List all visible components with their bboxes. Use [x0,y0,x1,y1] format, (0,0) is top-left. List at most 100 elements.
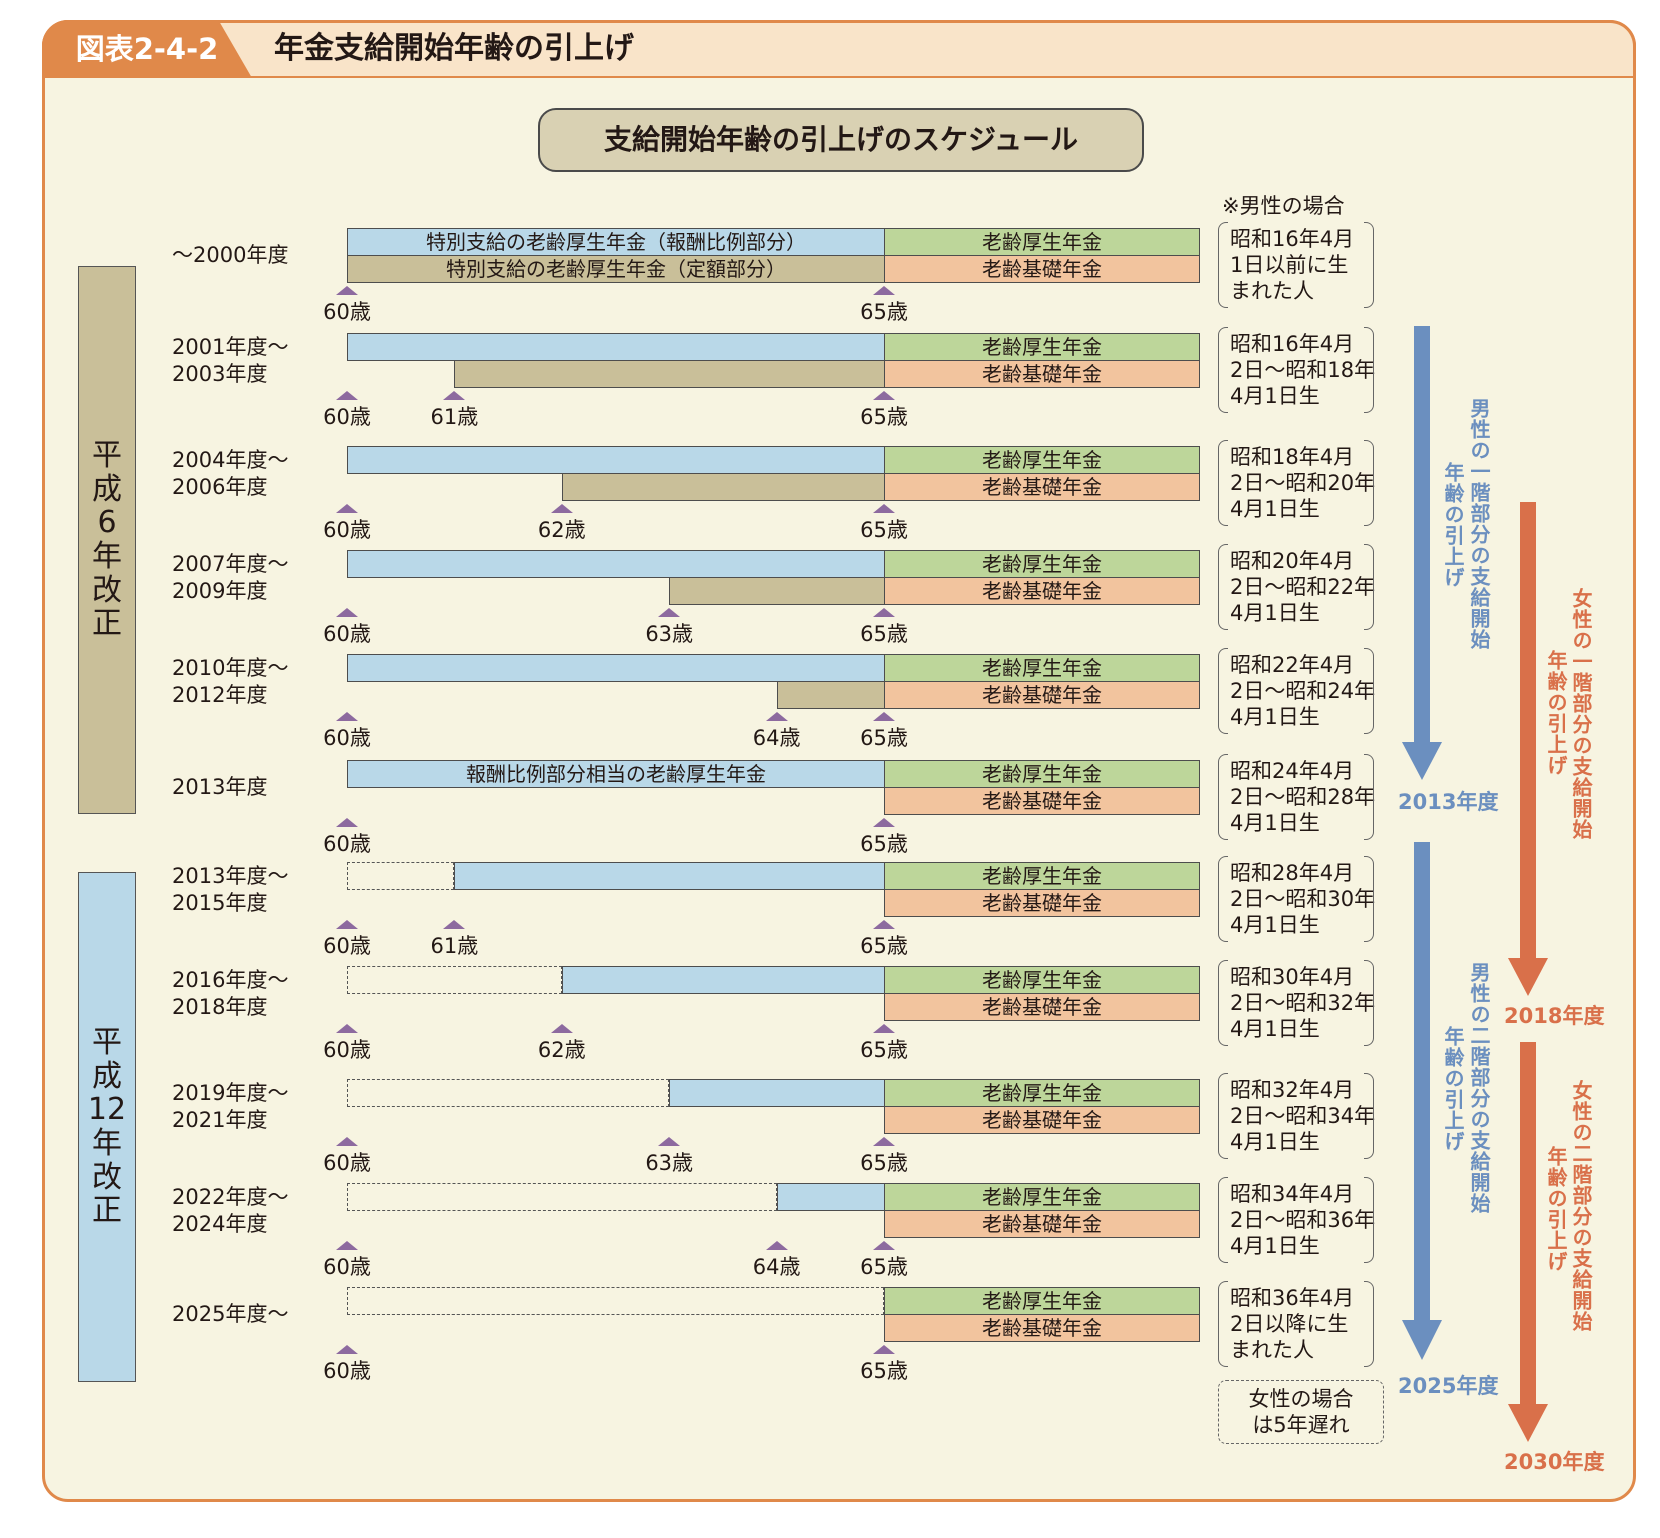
age-label: 65歳 [860,300,908,324]
dashed-placeholder-top [347,1079,670,1107]
age-label: 62歳 [537,518,586,542]
revision-h6-char: 6 [97,505,117,541]
age-marker-triangle [873,286,895,295]
proportional-pension-bar: 報酬比例部分相当の老齢厚生年金 [347,760,885,788]
fixed-pension-bar [561,473,885,501]
age-label: 60歳 [323,726,371,750]
age-marker-triangle [873,1137,895,1146]
fixed-pension-bar [454,360,885,388]
age-label: 61歳 [430,934,479,958]
age-label: 63歳 [645,622,694,646]
old-age-employees-pension-bar: 老齢厚生年金 [884,760,1200,788]
age-marker-triangle [336,286,358,295]
age-label: 65歳 [860,726,908,750]
age-label: 65歳 [860,518,908,542]
note-women: 女性の場合 は5年遅れ [1218,1380,1384,1444]
men-tier2-arrow [1402,842,1442,1360]
age-marker-triangle [873,391,895,400]
women-tier1-label-b: 年齢の引上げ [1544,650,1568,776]
old-age-employees-pension-bar: 老齢厚生年金 [884,654,1200,682]
men-tier1-arrow [1402,326,1442,780]
age-marker-triangle [336,1024,358,1033]
age-label: 60歳 [323,300,371,324]
age-label: 60歳 [323,518,371,542]
row-period: 2022年度～ 2024年度 [172,1185,289,1236]
age-marker-triangle [336,712,358,721]
age-label: 65歳 [860,622,908,646]
proportional-pension-bar [669,1079,885,1107]
old-age-basic-pension-bar: 老齢基礎年金 [884,473,1200,501]
proportional-pension-bar [454,862,885,890]
age-label: 60歳 [323,405,371,429]
age-label: 65歳 [860,1359,908,1383]
proportional-pension-bar [347,446,885,474]
age-marker-triangle [550,504,573,513]
dashed-placeholder-top [347,1287,884,1315]
age-marker-triangle [765,1241,788,1250]
old-age-employees-pension-bar: 老齢厚生年金 [884,1287,1200,1315]
revision-h12-char: 成 [92,1058,122,1094]
row-period: 2025年度～ [172,1302,289,1326]
revision-h12-char: 正 [92,1193,122,1229]
proportional-pension-bar [776,1183,885,1211]
figure-header [42,20,1636,78]
old-age-employees-pension-bar: 老齢厚生年金 [884,862,1200,890]
row-period: 2013年度 [172,775,268,799]
men-tier1-label-b: 年齢の引上げ [1441,462,1465,588]
revision-h12-char: 改 [92,1159,122,1195]
birthdate-range: 昭和24年4月 2日～昭和28年 4月1日生 [1218,754,1375,840]
age-label: 61歳 [430,405,479,429]
proportional-pension-bar [347,333,885,361]
old-age-employees-pension-bar: 老齢厚生年金 [884,550,1200,578]
birthdate-range: 昭和28年4月 2日～昭和30年 4月1日生 [1218,856,1375,942]
women-tier2-end-year: 2030年度 [1504,1450,1605,1474]
old-age-basic-pension-bar: 老齢基礎年金 [884,681,1200,709]
schedule-title: 支給開始年齢の引上げのスケジュール [538,108,1144,172]
age-marker-triangle [336,1345,358,1354]
age-marker-triangle [658,1137,681,1146]
dashed-placeholder-top [347,966,562,994]
men-tier1-end-year: 2013年度 [1398,790,1499,814]
age-label: 65歳 [860,1038,908,1062]
age-label: 60歳 [323,1038,371,1062]
proportional-pension-bar [347,654,885,682]
old-age-basic-pension-bar: 老齢基礎年金 [884,577,1200,605]
old-age-basic-pension-bar: 老齢基礎年金 [884,255,1200,283]
birthdate-range: 昭和36年4月 2日以降に生 まれた人 [1218,1281,1374,1367]
age-marker-triangle [550,1024,573,1033]
age-label: 65歳 [860,934,908,958]
row-period: 2019年度～ 2021年度 [172,1081,289,1132]
birthdate-range: 昭和16年4月 1日以前に生 まれた人 [1218,222,1374,308]
old-age-basic-pension-bar: 老齢基礎年金 [884,360,1200,388]
age-marker-triangle [873,920,895,929]
row-period: 2007年度～ 2009年度 [172,552,289,603]
revision-h6-char: 成 [92,471,122,507]
men-tier2-label-a: 男性の二階部分の支給開始 [1467,962,1491,1214]
old-age-basic-pension-bar: 老齢基礎年金 [884,889,1200,917]
age-label: 62歳 [537,1038,586,1062]
birthdate-range: 昭和32年4月 2日～昭和34年 4月1日生 [1218,1073,1375,1159]
age-marker-triangle [336,1137,358,1146]
age-marker-triangle [873,1345,895,1354]
women-tier1-arrow [1508,502,1548,996]
age-label: 65歳 [860,1255,908,1279]
age-marker-triangle [336,818,358,827]
women-tier2-label-a: 女性の二階部分の支給開始 [1569,1080,1593,1332]
old-age-basic-pension-bar: 老齢基礎年金 [884,993,1200,1021]
age-marker-triangle [873,818,895,827]
dashed-placeholder-top [347,1183,777,1211]
proportional-pension-bar [561,966,885,994]
old-age-employees-pension-bar: 老齢厚生年金 [884,1079,1200,1107]
women-tier1-end-year: 2018年度 [1504,1004,1605,1028]
birthdate-range: 昭和34年4月 2日～昭和36年 4月1日生 [1218,1177,1375,1263]
proportional-pension-bar: 特別支給の老齢厚生年金（報酬比例部分） [347,228,885,256]
women-tier2-label-b: 年齢の引上げ [1544,1146,1568,1272]
age-label: 60歳 [323,1255,371,1279]
age-label: 60歳 [323,832,371,856]
old-age-employees-pension-bar: 老齢厚生年金 [884,966,1200,994]
old-age-employees-pension-bar: 老齢厚生年金 [884,333,1200,361]
birthdate-range: 昭和22年4月 2日～昭和24年 4月1日生 [1218,648,1375,734]
age-label: 60歳 [323,1359,371,1383]
revision-h12-char: 年 [92,1126,122,1161]
age-label: 63歳 [645,1151,694,1175]
